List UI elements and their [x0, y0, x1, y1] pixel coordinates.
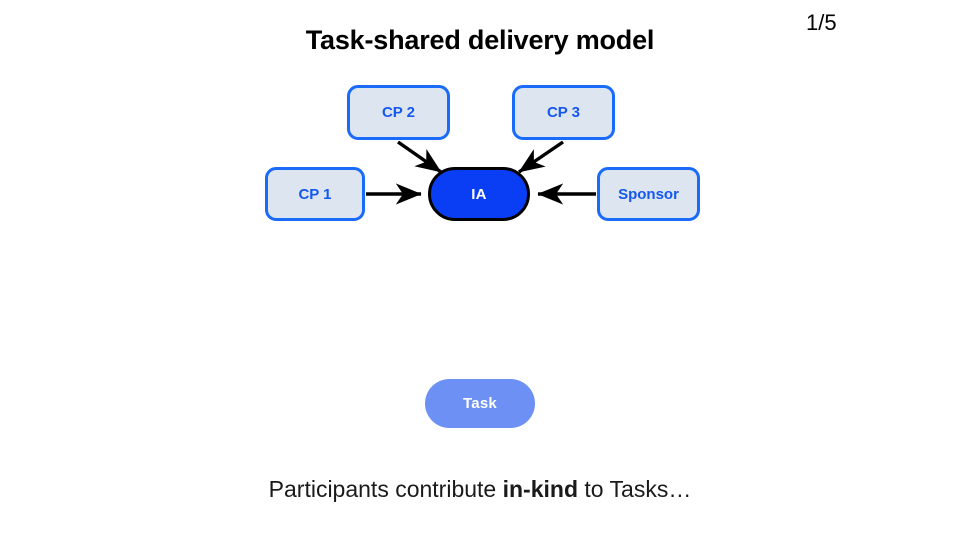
- diagram-node-sponsor-label: Sponsor: [618, 185, 679, 203]
- page-indicator: 1/5: [806, 10, 837, 35]
- diagram-node-cp3[interactable]: CP 3: [512, 85, 615, 140]
- diagram-node-ia[interactable]: IA: [428, 167, 530, 221]
- diagram-node-cp3-label: CP 3: [546, 104, 581, 121]
- diagram-node-cp2[interactable]: CP 2: [347, 85, 450, 140]
- edge-cp3-to-ia: [518, 140, 564, 174]
- diagram-node-cp1[interactable]: CP 1: [265, 167, 365, 221]
- caption-emphasis: in-kind: [502, 476, 578, 502]
- diagram-node-task-label: Task: [463, 395, 497, 412]
- diagram-node-task[interactable]: Task: [425, 379, 535, 428]
- diagram-node-ia-label: IA: [471, 185, 487, 203]
- page-title: Task-shared delivery model: [305, 25, 655, 55]
- diagram-node-cp2-label: CP 2: [381, 104, 416, 121]
- slide-caption: Participants contribute in-kind to Tasks…: [0, 476, 960, 503]
- caption-suffix: to Tasks…: [578, 476, 692, 502]
- caption-prefix: Participants contribute: [268, 476, 503, 502]
- edge-cp2-to-ia: [397, 140, 442, 174]
- diagram-node-sponsor[interactable]: Sponsor: [597, 167, 700, 221]
- diagram-node-cp1-label: CP 1: [298, 185, 332, 203]
